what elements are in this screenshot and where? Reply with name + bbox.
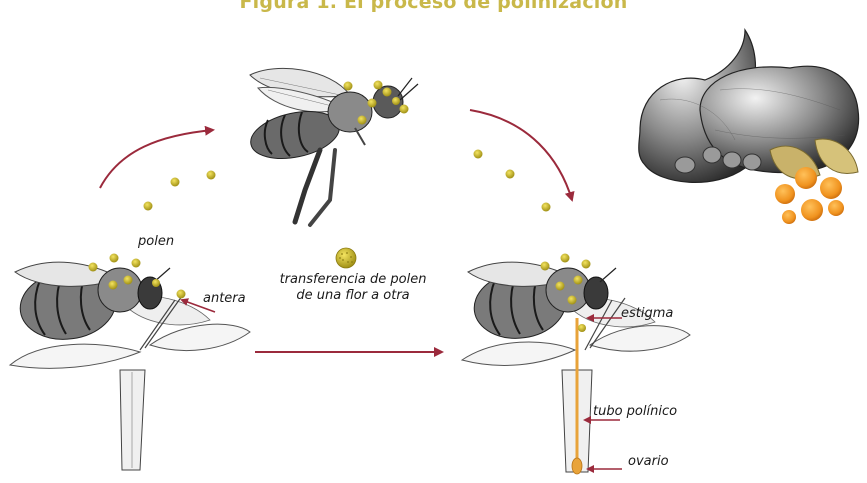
pollen-grain-icon bbox=[144, 150, 551, 212]
bee-icon bbox=[246, 68, 418, 225]
flower-icon bbox=[10, 254, 250, 471]
label-estigma: estigma bbox=[621, 306, 673, 321]
label-transferencia-line2: de una flor a otra bbox=[268, 288, 438, 304]
label-ovario: ovario bbox=[628, 454, 669, 469]
label-tubo-polinico: tubo polínico bbox=[593, 404, 677, 419]
label-transferencia: transferencia de polen de una flor a otr… bbox=[268, 272, 438, 304]
pollen-grain-large-icon bbox=[336, 248, 356, 268]
label-antera: antera bbox=[203, 291, 246, 306]
arrow-to-bee bbox=[100, 130, 213, 188]
arrow-to-flower bbox=[470, 110, 572, 200]
label-polen: polen bbox=[138, 234, 174, 249]
flower-pollinated-icon bbox=[462, 254, 690, 475]
label-transferencia-line1: transferencia de polen bbox=[268, 272, 438, 288]
